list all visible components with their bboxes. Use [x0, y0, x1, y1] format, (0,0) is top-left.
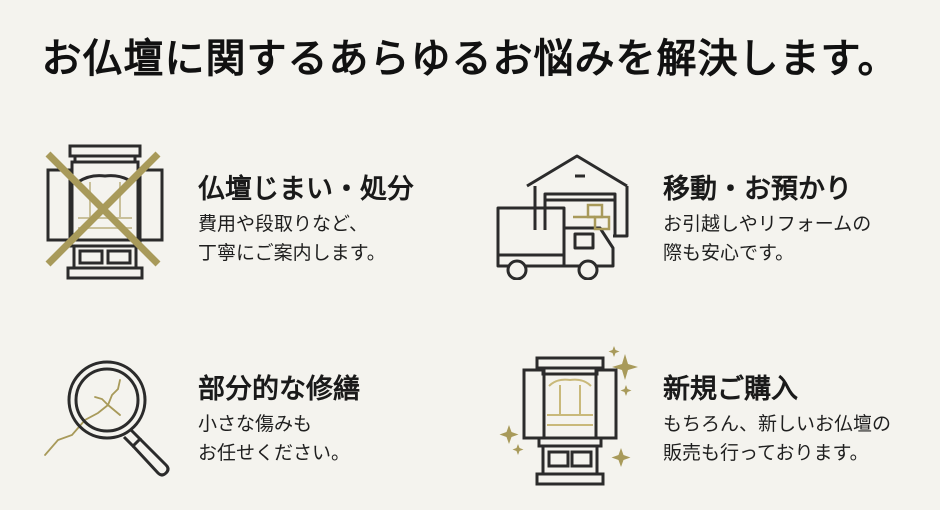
service-title: 部分的な修繕 — [198, 374, 360, 405]
service-desc-line1: 小さな傷みも — [198, 413, 313, 435]
service-desc-line1: お引越しやリフォームの — [663, 213, 872, 235]
service-desc-line2: 丁寧にご案内します。 — [198, 242, 386, 264]
service-desc-line1: もちろん、新しいお仏壇の — [663, 413, 892, 435]
service-desc-line2: 際も安心です。 — [663, 242, 795, 264]
magnifier-crack-icon — [40, 355, 175, 480]
butsudan-crossed-icon — [40, 140, 175, 285]
service-title: 移動・お預かり — [663, 174, 852, 205]
service-desc-line1: 費用や段取りなど、 — [198, 213, 369, 235]
truck-warehouse-icon — [495, 150, 645, 280]
butsudan-sparkle-icon — [495, 340, 645, 490]
page-headline: お仏壇に関するあらゆるお悩みを解決します。 — [41, 35, 899, 82]
service-desc-line2: 販売も行っております。 — [663, 442, 869, 464]
service-desc-line2: お任せください。 — [198, 442, 351, 464]
service-title: 新規ご購入 — [663, 374, 798, 405]
service-title: 仏壇じまい・処分 — [198, 174, 414, 205]
